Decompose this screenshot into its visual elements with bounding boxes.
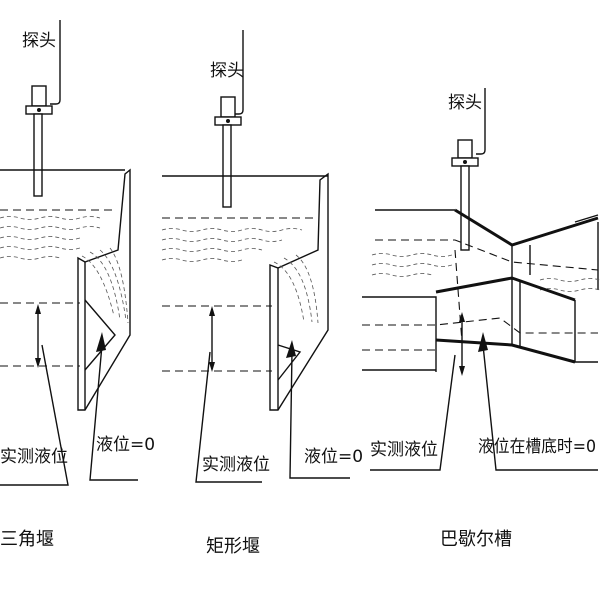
probe-cable bbox=[476, 88, 486, 155]
panel-caption: 三角堰 bbox=[0, 529, 54, 550]
zero-level-label: 液位=0 bbox=[96, 435, 155, 455]
rectangular-weir-panel: 探头 实测液位 液位=0 矩形堰 bbox=[161, 30, 363, 557]
panel-caption: 矩形堰 bbox=[206, 536, 260, 557]
zero-level-label: 液位=0 bbox=[304, 447, 363, 467]
probe-icon bbox=[25, 85, 53, 197]
water-surface bbox=[161, 228, 303, 262]
measured-level-label: 实测液位 bbox=[370, 440, 438, 460]
measured-level-label: 实测液位 bbox=[202, 455, 270, 475]
probe-cable bbox=[234, 30, 244, 115]
weir-plate bbox=[269, 172, 329, 411]
measured-level-label: 实测液位 bbox=[0, 447, 68, 467]
probe-icon bbox=[214, 96, 242, 208]
parshall-flume-panel: 探头 实测液位 液位在槽底时=0 巴歇尔槽 bbox=[362, 88, 600, 550]
triangle-weir-panel: 探头 实测液位 液位=0 三角堰 bbox=[0, 20, 155, 550]
probe-cable bbox=[50, 20, 61, 105]
weir-plate bbox=[77, 168, 131, 411]
water-surface bbox=[0, 216, 101, 260]
water-surface bbox=[371, 253, 600, 292]
probe-icon bbox=[451, 139, 479, 251]
panel-caption: 巴歇尔槽 bbox=[440, 529, 512, 550]
probe-label: 探头 bbox=[210, 61, 244, 81]
probe-label: 探头 bbox=[22, 31, 56, 51]
zero-level-label: 液位在槽底时=0 bbox=[478, 437, 596, 457]
probe-label: 探头 bbox=[448, 93, 482, 113]
